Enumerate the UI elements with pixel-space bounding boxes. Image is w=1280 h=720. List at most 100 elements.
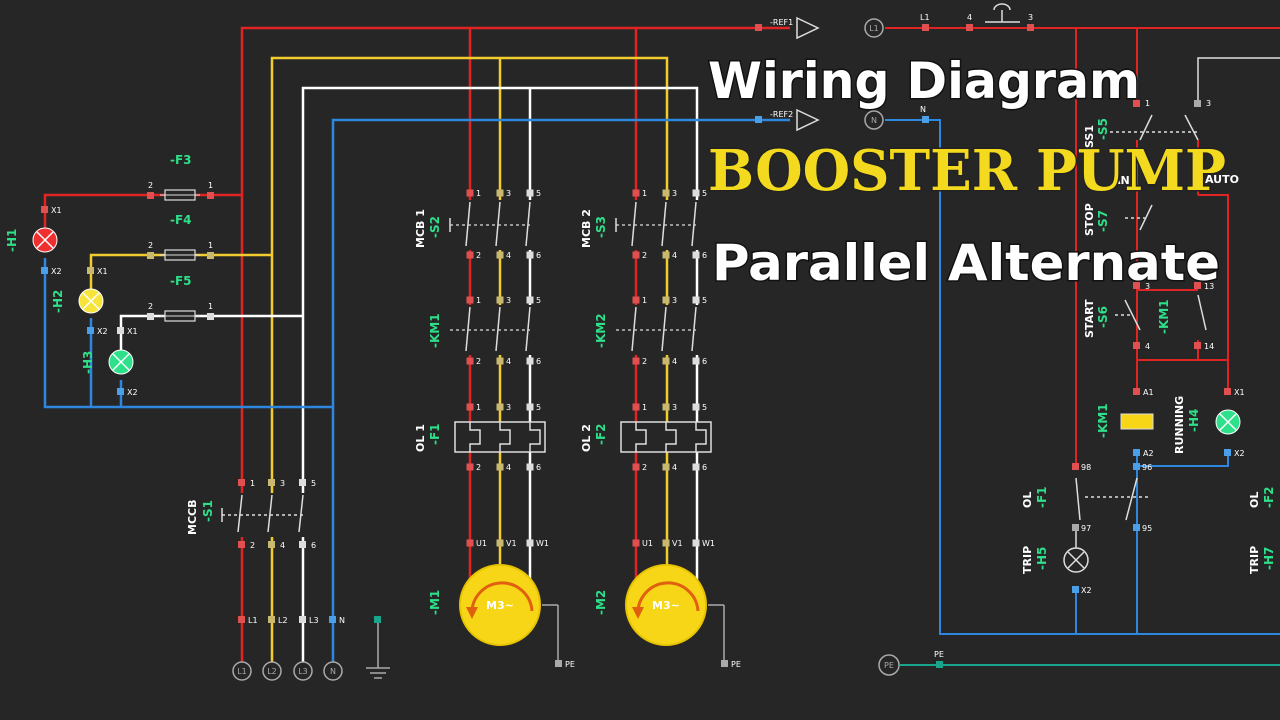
svg-text:4: 4: [672, 251, 677, 260]
svg-text:1: 1: [250, 479, 255, 488]
svg-text:1: 1: [476, 296, 481, 305]
svg-text:RUNNING: RUNNING: [1173, 396, 1186, 454]
svg-text:-KM2: -KM2: [594, 313, 608, 348]
svg-text:SS1: SS1: [1083, 125, 1096, 148]
svg-text:5: 5: [536, 296, 541, 305]
svg-text:START: START: [1083, 299, 1096, 338]
svg-text:6: 6: [536, 357, 541, 366]
svg-text:97: 97: [1081, 524, 1091, 533]
svg-text:6: 6: [702, 357, 707, 366]
indicator-fuses: 2 1 2 1 2 1 -F3 -F4 -F5: [147, 153, 214, 322]
svg-text:-S6: -S6: [1096, 306, 1110, 328]
svg-text:L1: L1: [920, 13, 930, 22]
svg-text:3: 3: [280, 479, 285, 488]
svg-text:W1: W1: [702, 539, 715, 548]
svg-text:AN: AN: [1112, 174, 1130, 187]
svg-text:4: 4: [506, 251, 511, 260]
ref2-label: -REF2: [770, 110, 793, 119]
svg-text:4: 4: [967, 13, 972, 22]
svg-text:L2: L2: [278, 616, 288, 625]
svg-text:6: 6: [702, 463, 707, 472]
svg-text:-M1: -M1: [428, 590, 442, 615]
svg-text:5: 5: [311, 479, 316, 488]
svg-text:OL 2: OL 2: [580, 424, 593, 452]
svg-text:X2: X2: [97, 327, 108, 336]
svg-text:6: 6: [536, 463, 541, 472]
svg-text:4: 4: [1145, 342, 1150, 351]
svg-text:95: 95: [1142, 524, 1152, 533]
supply-l3: L3: [298, 667, 308, 676]
svg-text:5: 5: [536, 403, 541, 412]
svg-text:-KM1: -KM1: [428, 313, 442, 348]
fuse-f4-label: -F4: [170, 213, 192, 227]
svg-text:X1: X1: [1234, 388, 1245, 397]
svg-text:X1: X1: [51, 206, 62, 215]
indicator-lamps: X1 X2 X1 X2 X1 X2 -H1 -H2 -H3: [5, 206, 138, 397]
svg-text:2: 2: [250, 541, 255, 550]
svg-text:-M2: -M2: [594, 590, 608, 615]
svg-text:PE: PE: [731, 660, 741, 669]
svg-text:L1: L1: [248, 616, 258, 625]
svg-text:L1: L1: [869, 24, 879, 33]
svg-text:2: 2: [642, 357, 647, 366]
svg-text:3: 3: [506, 296, 511, 305]
svg-text:3: 3: [672, 403, 677, 412]
control-labels: 1 3 SS1 -S5 AN AUTO STOP -S7 3 4 START -…: [1021, 99, 1276, 595]
svg-text:OL: OL: [1021, 492, 1034, 508]
lamp-h3-label: -H3: [81, 351, 95, 374]
svg-text:5: 5: [702, 189, 707, 198]
lamp-h1-label: -H1: [5, 229, 19, 252]
svg-text:X2: X2: [1081, 586, 1092, 595]
svg-text:2: 2: [476, 251, 481, 260]
svg-text:-S5: -S5: [1096, 118, 1110, 140]
mccb-s1: 1 3 5 2 4 6 MCCB -S1: [186, 479, 316, 550]
svg-text:M3~: M3~: [486, 599, 514, 612]
ref2-terminal: [755, 116, 762, 123]
svg-text:3: 3: [1028, 13, 1033, 22]
svg-text:3: 3: [1145, 282, 1150, 291]
motor-icon: [459, 564, 541, 646]
svg-text:6: 6: [311, 541, 316, 550]
svg-text:96: 96: [1142, 463, 1152, 472]
svg-text:MCB 2: MCB 2: [580, 209, 593, 248]
svg-text:5: 5: [536, 189, 541, 198]
svg-text:X2: X2: [127, 388, 138, 397]
svg-text:W1: W1: [536, 539, 549, 548]
svg-text:A1: A1: [1143, 388, 1154, 397]
svg-text:2: 2: [642, 251, 647, 260]
svg-text:6: 6: [702, 251, 707, 260]
feed-terminals: L1 L2 L3 N: [238, 616, 345, 625]
svg-text:1: 1: [208, 241, 213, 250]
svg-text:13: 13: [1204, 282, 1214, 291]
supply-n: N: [330, 667, 336, 676]
svg-text:2: 2: [476, 357, 481, 366]
svg-text:-KM1: -KM1: [1157, 299, 1171, 334]
svg-text:AUTO: AUTO: [1205, 173, 1239, 186]
mccb-id: -S1: [201, 500, 215, 522]
control-devices: [1063, 388, 1241, 593]
svg-text:4: 4: [280, 541, 285, 550]
svg-text:5: 5: [702, 296, 707, 305]
svg-text:1: 1: [642, 403, 647, 412]
svg-text:U1: U1: [642, 539, 653, 548]
svg-text:N: N: [871, 116, 877, 125]
motor-icon: [625, 564, 707, 646]
title-block: Wiring Diagram BOOSTER PUMP Parallel Alt…: [707, 51, 1228, 294]
mccb-tag: MCCB: [186, 500, 199, 535]
svg-text:A2: A2: [1143, 449, 1154, 458]
svg-text:PE: PE: [934, 650, 944, 659]
svg-text:14: 14: [1204, 342, 1214, 351]
ground-icon: [366, 616, 390, 679]
svg-text:N: N: [920, 105, 926, 114]
svg-text:X1: X1: [97, 267, 108, 276]
svg-text:TRIP: TRIP: [1021, 546, 1034, 574]
svg-text:1: 1: [1145, 99, 1150, 108]
svg-text:1: 1: [642, 189, 647, 198]
svg-text:-F2: -F2: [594, 423, 608, 445]
svg-text:-H4: -H4: [1187, 409, 1201, 432]
svg-text:1: 1: [208, 302, 213, 311]
coil-km1-icon: [1120, 413, 1154, 430]
svg-text:OL: OL: [1248, 492, 1261, 508]
